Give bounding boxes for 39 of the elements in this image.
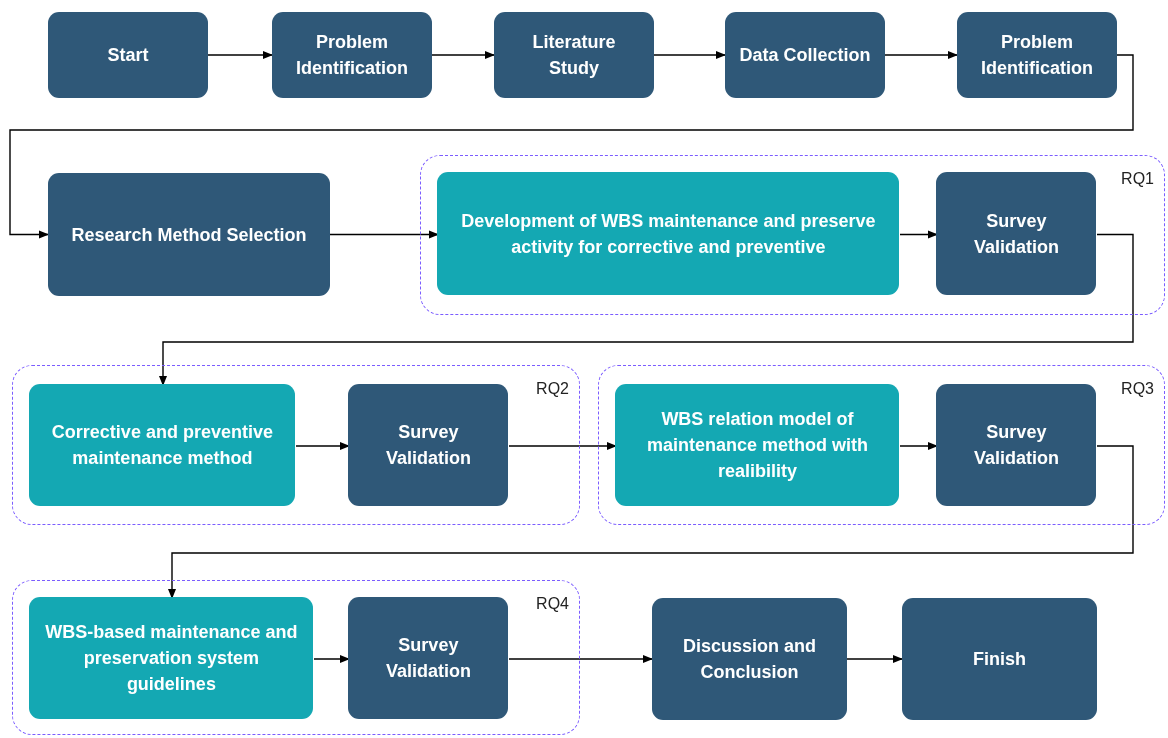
- process-box: Development of WBS maintenance and preserve activity for corrective and preventive: [437, 172, 900, 296]
- arrow: [329, 230, 439, 239]
- arrow: [899, 442, 938, 450]
- process-box: Problem Identification: [957, 12, 1117, 98]
- group-frame: [420, 155, 1165, 315]
- process-box: Research Method Selection: [48, 173, 330, 296]
- arrow: [653, 51, 726, 59]
- process-box: Survey Validation: [348, 597, 509, 720]
- process-box: WBS relation model of maintenance method with realibility: [615, 384, 900, 507]
- arrow: [207, 51, 273, 59]
- process-box: Corrective and preventive maintenance method: [29, 384, 296, 507]
- arrow: [295, 442, 350, 450]
- arrow: [846, 655, 903, 663]
- group-label: RQ2: [536, 380, 569, 398]
- arrow: [884, 51, 958, 59]
- group-label: RQ1: [1121, 170, 1154, 188]
- arrow: [159, 233, 1134, 386]
- process-box: Literature Study: [494, 12, 654, 98]
- group-label: RQ3: [1121, 380, 1154, 398]
- group-frame: [12, 365, 580, 525]
- group-frame: [12, 580, 580, 735]
- arrow: [899, 230, 938, 239]
- group-label: RQ4: [536, 595, 569, 613]
- arrow: [508, 655, 653, 663]
- process-box: Survey Validation: [936, 384, 1097, 507]
- process-box: Start: [48, 12, 208, 98]
- arrow: [9, 54, 1134, 239]
- process-box: Discussion and Conclusion: [652, 598, 847, 720]
- process-box: Problem Identification: [272, 12, 432, 98]
- process-box: WBS-based maintenance and preservation system guidelines: [29, 597, 314, 720]
- process-box: Finish: [902, 598, 1097, 720]
- arrow: [313, 655, 350, 663]
- group-frame: [598, 365, 1165, 525]
- process-box: Survey Validation: [348, 384, 509, 507]
- process-box: Survey Validation: [936, 172, 1097, 296]
- arrow: [508, 442, 617, 450]
- process-box: Data Collection: [725, 12, 885, 98]
- arrow: [168, 445, 1134, 599]
- arrow: [431, 51, 495, 59]
